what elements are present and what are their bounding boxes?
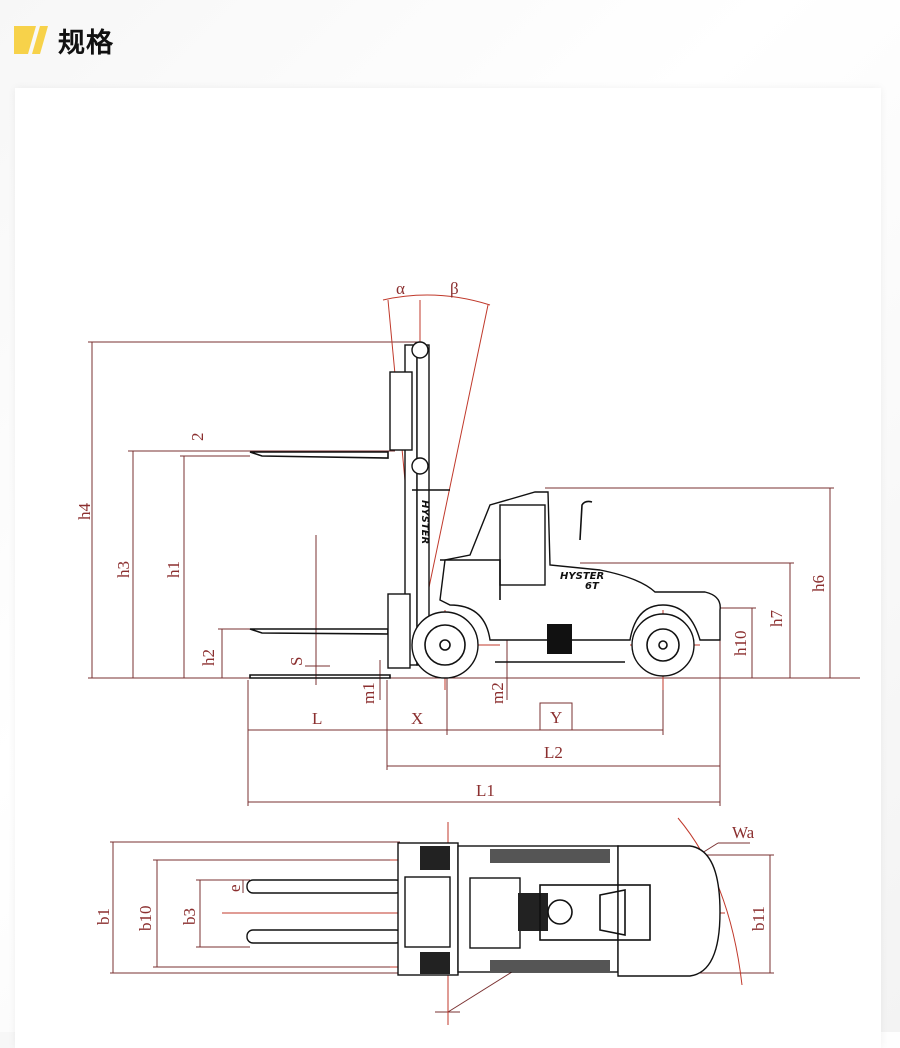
label-l1: L1 <box>476 781 495 800</box>
label-alpha: α <box>396 279 405 298</box>
label-b1: b1 <box>94 908 113 925</box>
label-h7: h7 <box>767 610 786 628</box>
label-h3: h3 <box>114 561 133 578</box>
side-dimension-labels: α β 2 h4 h3 h1 h2 S m1 m2 L X Y L2 L1 h6… <box>75 279 828 800</box>
body-brand-text: HYSTER <box>560 571 604 582</box>
label-b11: b11 <box>749 906 768 931</box>
forks <box>249 451 391 679</box>
truck-body: HYSTER 6T <box>439 491 721 663</box>
label-b10: b10 <box>136 906 155 932</box>
side-view: HYSTER HYSTER 6T α β 2 h4 <box>75 279 860 806</box>
label-m1: m1 <box>359 682 378 704</box>
label-h2: h2 <box>199 649 218 666</box>
label-l2: L2 <box>544 743 563 762</box>
label-b3: b3 <box>180 908 199 925</box>
label-h4: h4 <box>75 503 94 521</box>
label-m2: m2 <box>488 682 507 704</box>
section-header: 规格 <box>14 22 114 59</box>
front-wheel <box>411 611 479 679</box>
label-s: S <box>287 657 306 666</box>
page-title: 规格 <box>58 27 114 59</box>
label-e: e <box>225 884 244 892</box>
label-h10: h10 <box>731 631 750 657</box>
model-mark-text: 6T <box>585 581 600 592</box>
label-h6: h6 <box>809 575 828 592</box>
label-h1: h1 <box>164 561 183 578</box>
side-dimension-lines <box>88 341 860 806</box>
top-body <box>397 842 721 977</box>
label-2: 2 <box>188 433 207 442</box>
top-dimension-labels: b1 b10 b3 e b11 Wa <box>94 823 768 931</box>
label-wa: Wa <box>732 823 755 842</box>
top-forks <box>246 879 403 944</box>
rear-wheel <box>631 613 695 677</box>
top-view: b1 b10 b3 e b11 Wa <box>94 817 774 1025</box>
header-accent-icon <box>14 26 48 54</box>
label-y: Y <box>550 708 562 727</box>
label-beta: β <box>450 279 459 298</box>
label-l: L <box>312 709 322 728</box>
mast-brand-text: HYSTER <box>419 500 430 544</box>
label-x: X <box>411 709 423 728</box>
